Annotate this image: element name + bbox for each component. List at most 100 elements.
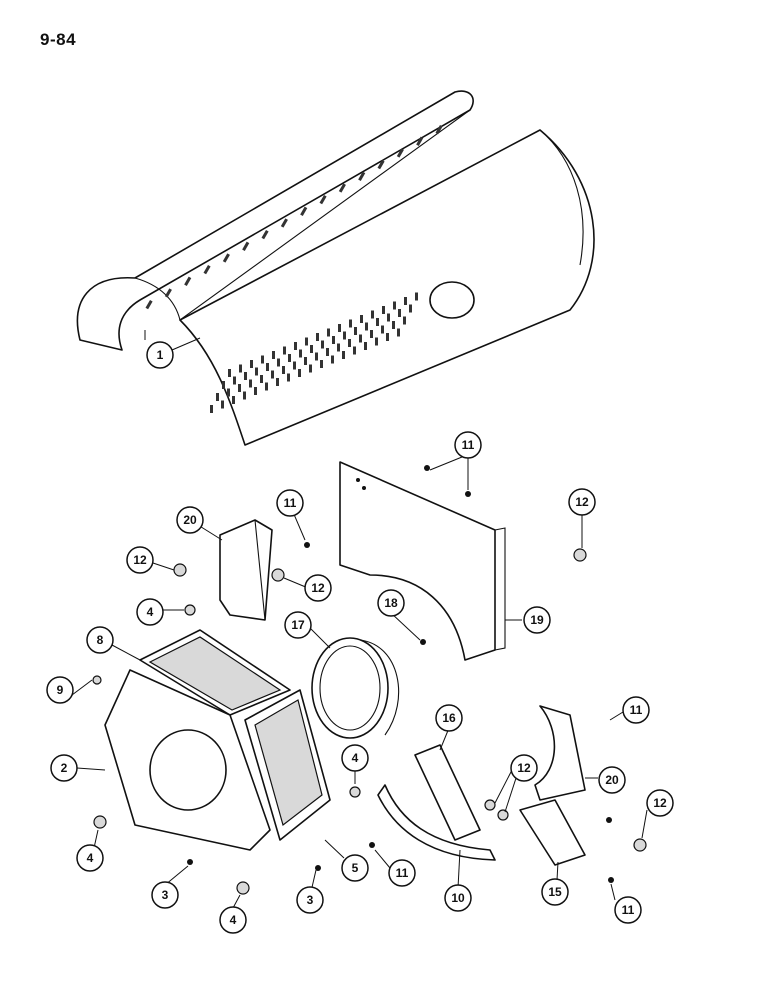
perforation-slot	[358, 171, 366, 181]
callout-20: 20	[176, 506, 204, 534]
callout-11: 11	[454, 431, 482, 459]
perforation-slot	[287, 373, 290, 382]
svg-text:12: 12	[133, 553, 147, 567]
callout-4: 4	[136, 598, 164, 626]
side-panel-19	[339, 461, 506, 661]
perforation-slot	[232, 396, 235, 404]
perforation-slot	[255, 367, 258, 376]
perforation-slot	[415, 292, 418, 301]
perforation-slot	[238, 384, 241, 392]
bracket-15	[519, 799, 586, 866]
perforation-slot	[271, 370, 274, 379]
callout-11: 11	[614, 896, 642, 924]
perforation-slot	[365, 322, 368, 331]
perforation-slot	[354, 327, 357, 335]
callout-4: 4	[76, 844, 104, 872]
svg-text:2: 2	[61, 761, 68, 775]
perforation-slot	[332, 336, 335, 344]
svg-text:12: 12	[311, 581, 325, 595]
perforation-slot	[342, 351, 345, 359]
perforation-slot	[299, 349, 302, 358]
svg-text:12: 12	[517, 761, 531, 775]
svg-text:16: 16	[442, 711, 456, 725]
callout-3: 3	[296, 886, 324, 914]
side-plate-5	[244, 689, 331, 841]
fasteners	[92, 465, 647, 895]
perforation-slot	[375, 337, 378, 346]
page-number-label: 9-84	[40, 30, 77, 49]
callout-8: 8	[86, 626, 114, 654]
callout-12: 12	[304, 574, 332, 602]
ring-17	[311, 637, 400, 739]
perforation-slot	[210, 405, 213, 413]
svg-text:4: 4	[147, 605, 154, 619]
svg-text:20: 20	[605, 773, 619, 787]
perforation-slot	[298, 369, 301, 377]
perforation-slot	[386, 333, 389, 341]
perforation-slot	[404, 297, 407, 305]
perforation-slot	[222, 381, 225, 389]
svg-text:11: 11	[462, 438, 475, 452]
perforation-slot	[397, 328, 400, 337]
svg-text:4: 4	[230, 913, 237, 927]
perforation-slot	[304, 357, 307, 365]
perforation-slot	[435, 125, 443, 135]
callout-17: 17	[284, 611, 312, 639]
perforation-slot	[277, 358, 280, 367]
callout-12: 12	[510, 754, 538, 782]
curved-band-10	[377, 784, 496, 861]
callout-10: 10	[444, 884, 472, 912]
lower-concave-panel	[179, 129, 595, 446]
perforation-slot	[261, 230, 269, 240]
perforation-slot	[398, 309, 401, 317]
perforation-slot	[164, 288, 172, 298]
perforation-slot	[416, 136, 424, 146]
perforation-slot	[338, 324, 341, 332]
perforation-slot	[203, 265, 211, 275]
perforation-slot	[387, 313, 390, 322]
perforation-slot	[242, 241, 250, 251]
perforation-slot	[276, 378, 279, 386]
perforation-slot	[320, 360, 323, 368]
perforation-slot	[305, 337, 308, 346]
perforation-slot	[282, 366, 285, 374]
perforation-slot	[249, 379, 252, 388]
callout-1: 1	[146, 341, 174, 369]
perforation-slot	[409, 304, 412, 313]
perforation-slot	[343, 331, 346, 340]
perforation-slot	[392, 321, 395, 329]
perforation-slot	[315, 352, 318, 361]
callout-16: 16	[435, 704, 463, 732]
svg-text:20: 20	[183, 513, 197, 527]
perforation-slot	[294, 342, 297, 350]
perforation-slot	[316, 333, 319, 341]
perforation-slot	[145, 300, 153, 310]
bracket-20-left	[219, 519, 273, 621]
svg-text:15: 15	[548, 885, 562, 899]
perforation-slot	[327, 328, 330, 337]
svg-text:5: 5	[352, 861, 359, 875]
bracket-20-right	[534, 705, 586, 801]
perforation-slot	[222, 253, 230, 263]
perforation-slot	[244, 372, 247, 380]
perforation-slot	[243, 391, 246, 400]
perforation-slot	[319, 195, 327, 205]
perforation-slot	[280, 218, 288, 228]
perforation-slot	[393, 301, 396, 310]
perforation-slot	[331, 355, 334, 364]
callout-15: 15	[541, 878, 569, 906]
perforation-slot	[376, 318, 379, 326]
callout-9: 9	[46, 676, 74, 704]
perforation-slot	[260, 375, 263, 383]
callout-5: 5	[341, 854, 369, 882]
perforation-slot	[349, 319, 352, 328]
callout-19: 19	[523, 606, 551, 634]
svg-text:3: 3	[307, 893, 314, 907]
callout-12: 12	[126, 546, 154, 574]
callout-20: 20	[598, 766, 626, 794]
perforation-slot	[283, 346, 286, 355]
perforation-slot	[359, 334, 362, 343]
perforation-slot	[272, 351, 275, 359]
perforation-slot	[310, 345, 313, 353]
